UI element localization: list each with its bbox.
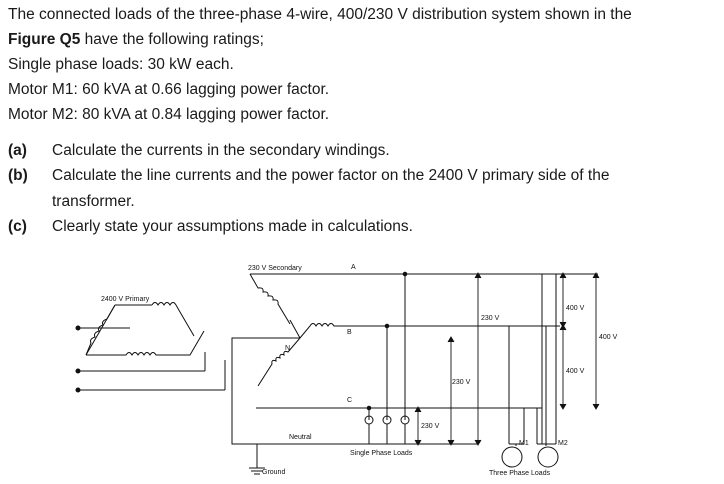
voltage-230v-mid: 230 V xyxy=(452,379,471,386)
part-a-text: Calculate the currents in the secondary … xyxy=(52,142,390,159)
part-b-text: Calculate the line currents and the powe… xyxy=(52,167,610,184)
voltage-230v-line: 230 V xyxy=(481,315,500,322)
neutral-label: Neutral xyxy=(289,434,312,441)
node-c-label: C xyxy=(347,397,352,404)
part-a-label: (a) xyxy=(8,142,27,159)
intro-prefix: The connected loads of the three-phase 4… xyxy=(8,6,632,23)
ground-symbol xyxy=(249,444,265,475)
primary-label: 2400 V Primary xyxy=(101,296,150,303)
primary-delta-winding xyxy=(85,302,205,356)
motor-m2-symbol xyxy=(537,446,559,468)
part-c-label: (c) xyxy=(8,218,27,235)
secondary-label: 230 V Secondary xyxy=(248,265,302,272)
question-intro-line2: Figure Q5 have the following ratings; xyxy=(8,30,264,50)
part-b-label: (b) xyxy=(8,167,28,184)
motor-m2-label: M2 xyxy=(558,440,568,447)
voltage-arrows xyxy=(414,272,600,446)
three-phase-loads-label: Three Phase Loads xyxy=(489,470,551,477)
voltage-400v-bottom: 400 V xyxy=(566,368,585,375)
node-a-label: A xyxy=(351,264,356,271)
rating-motor-m1: Motor M1: 60 kVA at 0.66 lagging power f… xyxy=(8,81,330,98)
voltage-230v-single: 230 V xyxy=(421,423,440,430)
motor-m1-label: M1 xyxy=(519,440,529,447)
three-phase-load-wiring xyxy=(508,274,557,446)
rating-motor-m2: Motor M2: 80 kVA at 0.84 lagging power f… xyxy=(8,106,330,123)
node-b-label: B xyxy=(347,329,352,336)
single-phase-load-wiring xyxy=(364,271,410,444)
voltage-400v-top: 400 V xyxy=(566,305,585,312)
part-b-text-cont: transformer. xyxy=(52,193,135,210)
question-intro: The connected loads of the three-phase 4… xyxy=(8,5,632,25)
motor-m1-symbol xyxy=(501,446,523,468)
intro-suffix: have the following ratings; xyxy=(80,31,264,48)
single-phase-loads-label: Single Phase Loads xyxy=(350,450,413,457)
neutral-line xyxy=(231,337,478,445)
rating-single-phase: Single phase loads: 30 kW each. xyxy=(8,56,234,73)
primary-lines xyxy=(75,325,226,393)
voltage-400v-right: 400 V xyxy=(599,334,618,341)
part-c-text: Clearly state your assumptions made in c… xyxy=(52,218,413,235)
node-n-label: N xyxy=(285,345,290,352)
figure-reference: Figure Q5 xyxy=(8,31,81,48)
ground-label: Ground xyxy=(262,469,285,476)
secondary-wye-winding xyxy=(249,273,342,387)
